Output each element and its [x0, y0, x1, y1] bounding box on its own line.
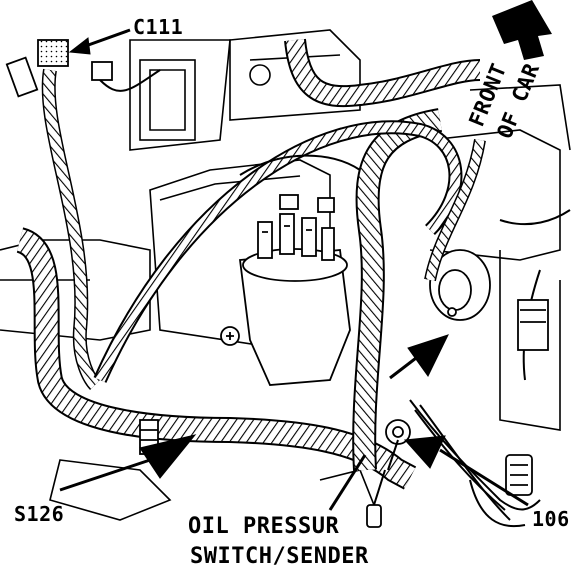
oil-pressure-sender-body — [429, 249, 491, 321]
connector-c111-body — [5, 39, 113, 98]
label-oil-line1: OIL PRESSUR — [188, 514, 339, 539]
oil-leader — [328, 454, 367, 511]
s126-arrowhead-icon — [139, 434, 197, 479]
oil-upper-arrowhead-icon — [407, 334, 449, 377]
c111-arrowhead-icon — [68, 37, 91, 55]
front-arrow-icon — [492, 0, 552, 60]
oil-switch-connector — [366, 419, 411, 528]
s126-leader — [59, 458, 151, 492]
ground-106-connector — [505, 299, 549, 496]
label-s126: S126 — [14, 502, 64, 526]
distributor-cap — [220, 194, 351, 386]
label-106: 106 — [532, 507, 570, 531]
label-c111: C111 — [133, 15, 183, 39]
wiring-harness — [15, 38, 571, 528]
label-oil-line2: SWITCH/SENDER — [190, 544, 369, 568]
callout-arrows — [59, 28, 529, 511]
ground-106-leader — [439, 448, 529, 507]
oil-upper-leader — [389, 353, 421, 380]
ground-106-arrowhead-icon — [403, 435, 446, 469]
